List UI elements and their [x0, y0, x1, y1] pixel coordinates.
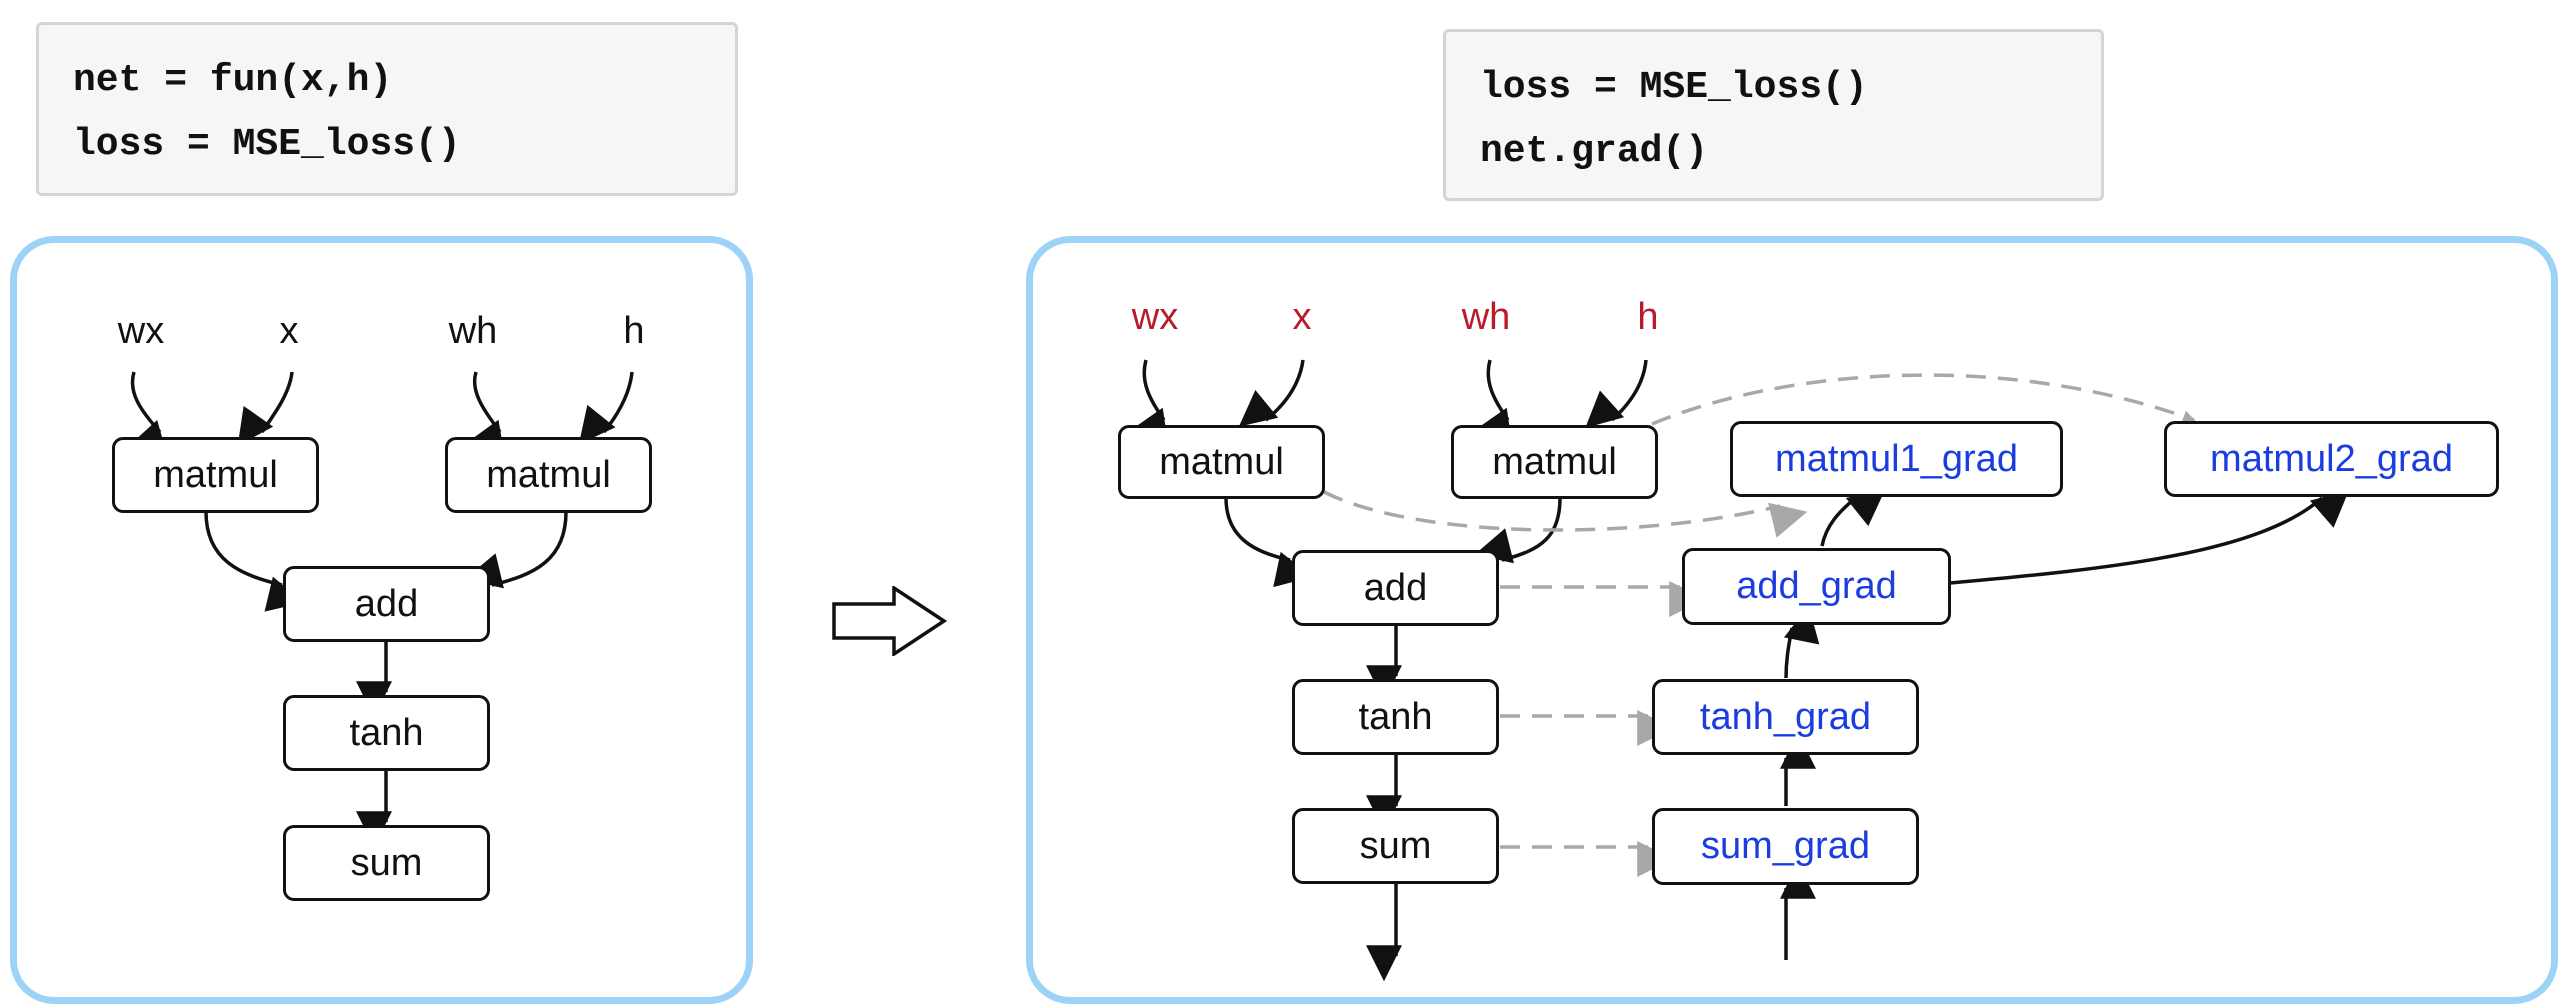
forward-graph-panel	[10, 236, 753, 1004]
edge-h-matmul	[578, 371, 634, 445]
input-label-x: x	[279, 310, 299, 352]
edge-matmul-add	[464, 511, 568, 589]
edge-tanh-grad-add-grad	[1783, 605, 1820, 679]
code-block-left: net = fun(x,h) loss = MSE_loss()	[36, 22, 738, 196]
node-matmul-2: matmul	[1451, 425, 1658, 499]
node-add-grad: add_grad	[1682, 548, 1951, 625]
node-matmul-2: matmul	[445, 437, 652, 513]
node-sum: sum	[283, 825, 490, 901]
edge-h-matmul	[1585, 359, 1648, 428]
node-sum: sum	[1292, 808, 1499, 884]
code-line: loss = MSE_loss()	[73, 123, 461, 166]
node-add: add	[1292, 550, 1499, 626]
edge-wh-matmul	[469, 371, 506, 460]
code-line: net.grad()	[1480, 130, 1709, 173]
input-label-wx: wx	[1131, 296, 1179, 338]
edge-matmul-add	[204, 511, 304, 612]
node-tanh-grad: tanh_grad	[1652, 679, 1919, 755]
node-matmul-1: matmul	[112, 437, 319, 513]
edge-add-grad-matmul2-grad	[1949, 490, 2349, 585]
dashed-edge-matmul-matmul1-grad	[1323, 490, 1808, 538]
transform-arrow-icon	[832, 586, 948, 656]
edge-wx-matmul	[130, 371, 169, 459]
dashed-edge-matmul-matmul2-grad	[1651, 373, 2214, 445]
node-sum-grad: sum_grad	[1652, 808, 1919, 885]
edge-matmul-add	[1224, 497, 1313, 588]
input-label-x: x	[1292, 296, 1312, 338]
node-tanh: tanh	[283, 695, 490, 771]
node-matmul-1: matmul	[1118, 425, 1325, 499]
input-label-h: h	[623, 310, 645, 352]
code-line: loss = MSE_loss()	[1480, 66, 1868, 109]
node-matmul1-grad: matmul1_grad	[1730, 421, 2063, 497]
input-label-wh: wh	[1461, 296, 1511, 338]
input-label-h: h	[1637, 296, 1659, 338]
code-block-right: loss = MSE_loss() net.grad()	[1443, 29, 2104, 201]
node-matmul2-grad: matmul2_grad	[2164, 421, 2499, 497]
backward-graph-panel	[1026, 236, 2558, 1004]
edge-wx-matmul	[1133, 359, 1169, 448]
input-label-wh: wh	[448, 310, 498, 352]
input-label-wx: wx	[117, 310, 165, 352]
code-line: net = fun(x,h)	[73, 59, 393, 102]
edge-add-grad-matmul1-grad	[1820, 489, 1886, 547]
edge-matmul-add	[1474, 497, 1562, 564]
edge-x-matmul	[237, 371, 294, 446]
edge-x-matmul	[1238, 359, 1305, 427]
edge-wh-matmul	[1477, 359, 1513, 448]
node-tanh: tanh	[1292, 679, 1499, 755]
node-add: add	[283, 566, 490, 642]
